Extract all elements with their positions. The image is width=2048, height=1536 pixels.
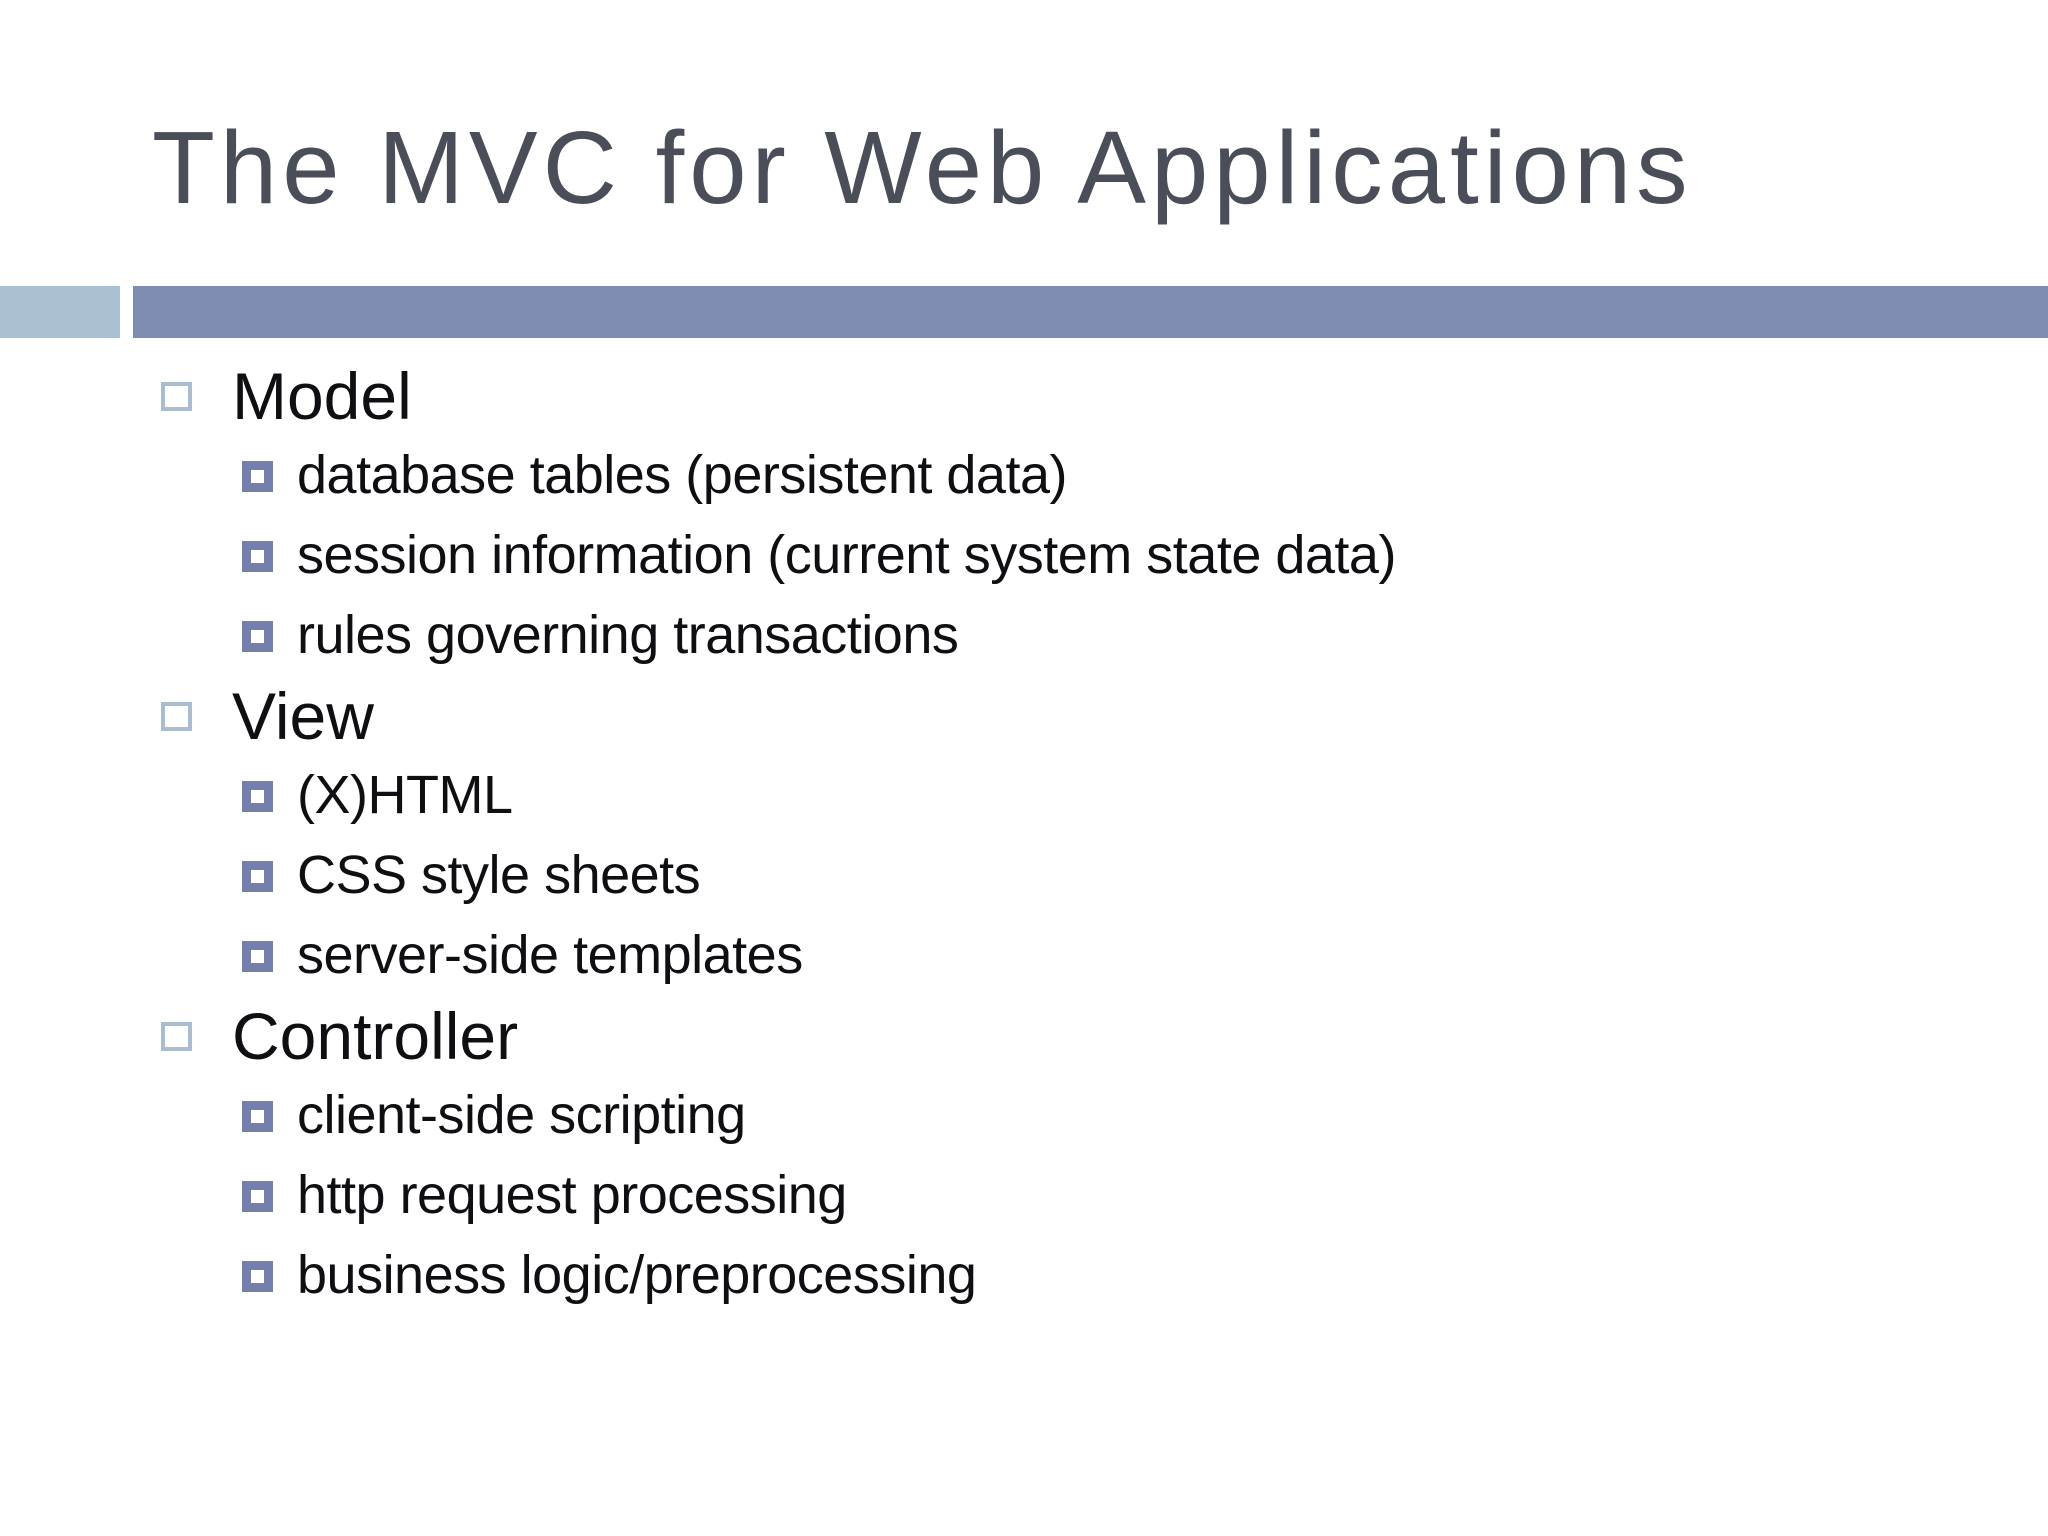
bullet-item-client-side-scripting: client-side scripting <box>0 1076 2048 1156</box>
slide-title: The MVC for Web Applications <box>152 110 1693 225</box>
bullet-item-css-style-sheets: CSS style sheets <box>0 836 2048 916</box>
band-main-bar <box>133 286 2048 338</box>
bullet-text: http request processing <box>297 1165 847 1226</box>
outline-square-bullet-icon <box>161 381 192 411</box>
bullet-item-controller: Controller <box>0 996 2048 1076</box>
filled-square-bullet-icon <box>242 1100 273 1132</box>
filled-square-bullet-icon <box>242 860 273 892</box>
bullet-item-server-side-templates: server-side templates <box>0 916 2048 996</box>
filled-square-bullet-icon <box>242 460 273 492</box>
outline-square-bullet-icon <box>161 1021 192 1051</box>
filled-square-bullet-icon <box>242 780 273 812</box>
filled-square-bullet-icon <box>242 940 273 972</box>
bullet-text: Model <box>232 358 412 433</box>
bullet-text: session information (current system stat… <box>297 525 1396 586</box>
bullet-item-view: View <box>0 676 2048 756</box>
bullet-item-model: Model <box>0 356 2048 436</box>
bullet-text: client-side scripting <box>297 1085 746 1146</box>
bullet-text: CSS style sheets <box>297 845 701 906</box>
bullet-text: Controller <box>232 998 519 1073</box>
bullet-text: rules governing transactions <box>297 605 959 666</box>
bullet-text: database tables (persistent data) <box>297 445 1067 506</box>
filled-square-bullet-icon <box>242 1180 273 1212</box>
filled-square-bullet-icon <box>242 1260 273 1292</box>
outline-square-bullet-icon <box>161 701 192 731</box>
bullet-text: business logic/preprocessing <box>297 1245 977 1306</box>
bullet-item-database-tables: database tables (persistent data) <box>0 436 2048 516</box>
bullet-text: server-side templates <box>297 925 803 986</box>
bullet-text: (X)HTML <box>297 765 513 826</box>
band-accent-left-block <box>0 286 120 338</box>
filled-square-bullet-icon <box>242 540 273 572</box>
title-divider-band <box>0 286 2048 338</box>
filled-square-bullet-icon <box>242 620 273 652</box>
bullet-item-xhtml: (X)HTML <box>0 756 2048 836</box>
bullet-item-rules-governing: rules governing transactions <box>0 596 2048 676</box>
bullet-item-session-information: session information (current system stat… <box>0 516 2048 596</box>
bullet-text: View <box>232 678 374 753</box>
bullet-item-http-request-processing: http request processing <box>0 1156 2048 1236</box>
bullet-item-business-logic-preprocessing: business logic/preprocessing <box>0 1236 2048 1316</box>
